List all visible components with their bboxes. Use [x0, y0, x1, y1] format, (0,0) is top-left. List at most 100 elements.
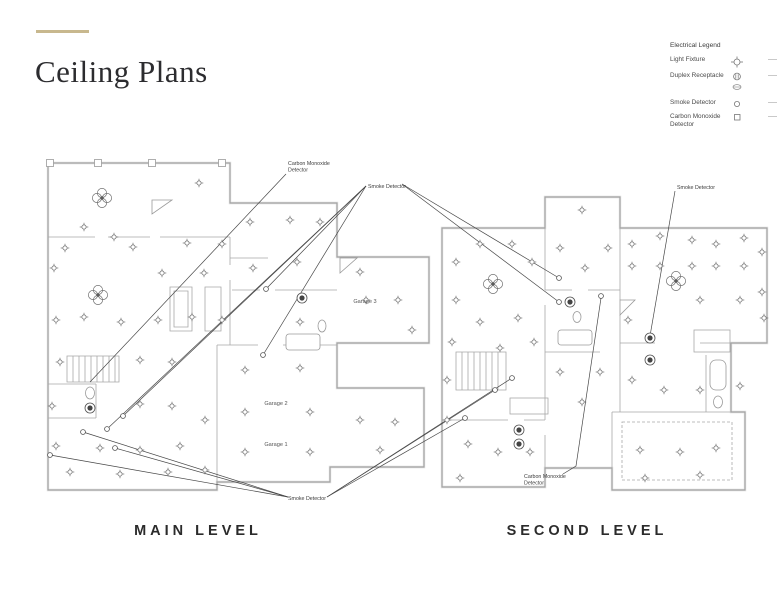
light-fixture-icon [735, 381, 745, 391]
light-fixture-icon [451, 295, 461, 305]
light-fixture-icon [711, 239, 721, 249]
light-fixture-icon [757, 287, 767, 297]
leader-line [114, 447, 289, 498]
light-fixture-icon [627, 239, 637, 249]
light-fixture-icon [595, 367, 605, 377]
light-fixture-icon [555, 243, 565, 253]
legend-item-carbon-monoxide-detector: Carbon Monoxide Detector [670, 113, 777, 128]
detector-symbols [84, 292, 656, 450]
laundry-closet [509, 397, 549, 415]
leader-line [562, 297, 602, 475]
smoke-detector-icon [263, 286, 269, 292]
light-fixture-icon [217, 315, 227, 325]
combo-detector-icon [564, 296, 576, 308]
smoke-detector-icon [120, 413, 126, 419]
light-fixture-icon [627, 261, 637, 271]
toilet [572, 311, 582, 323]
light-fixture-icon [305, 407, 315, 417]
light-fixture-icon [495, 343, 505, 353]
smoke-detector-points [47, 275, 604, 458]
leader-line [262, 185, 367, 356]
leader-line [49, 454, 289, 498]
legend-item-label: Carbon Monoxide Detector [670, 113, 721, 129]
toilet [85, 386, 95, 400]
light-fixture-icon [507, 239, 517, 249]
light-fixture-icon [635, 445, 645, 455]
ceiling-fan-symbols [88, 188, 686, 305]
light-fixture-icon [355, 415, 365, 425]
light-fixture-icon [79, 312, 89, 322]
light-fixture-icon [175, 441, 185, 451]
smoke-detector-icon [260, 352, 266, 358]
room-label: Garage 3 [353, 299, 376, 305]
light-fixture-icon [513, 313, 523, 323]
smoke-detector-icon [556, 299, 562, 305]
light-fixture-icon [529, 337, 539, 347]
light-fixture-icon [55, 357, 65, 367]
light-fixture-icon [475, 317, 485, 327]
light-fixture-icon [182, 238, 192, 248]
light-fixture-icon [659, 385, 669, 395]
light-fixture-icon [655, 261, 665, 271]
combo-detector-icon [513, 438, 525, 450]
light-fixture-icon [245, 217, 255, 227]
light-fixture-icon [687, 261, 697, 271]
light-fixture-icon [442, 415, 452, 425]
light-fixture-icon [200, 415, 210, 425]
light-fixture-icon [390, 417, 400, 427]
light-fixture-icon [739, 233, 749, 243]
light-fixture-icon [695, 385, 705, 395]
light-fixture-icon [116, 317, 126, 327]
room-label: Garage 1 [264, 442, 287, 448]
combo-detector-icon [513, 424, 525, 436]
light-fixture-icon [60, 243, 70, 253]
light-fixture-icon [759, 313, 769, 323]
wall-columns [46, 159, 226, 167]
light-fixture-icon [451, 257, 461, 267]
light-fixture-icon [157, 268, 167, 278]
legend-rule [768, 75, 777, 77]
light-fixture-icon [493, 447, 503, 457]
second-stairs [455, 351, 507, 391]
light-fixture-icon [463, 439, 473, 449]
leader-line [265, 185, 367, 290]
light-fixture-icon [167, 401, 177, 411]
light-fixture-icon [153, 315, 163, 325]
annotation-sd-main-top: Smoke Detector [368, 184, 406, 190]
smoke-detector-icon [492, 387, 498, 393]
page-title: Ceiling Plans [35, 54, 208, 89]
light-fixture-icon [361, 295, 371, 305]
light-fixture-icon [285, 215, 295, 225]
light-fixture-icon [167, 357, 177, 367]
leader-line [106, 185, 367, 430]
light-fixture-icon [695, 295, 705, 305]
bathtub [709, 359, 727, 391]
light-fixture-icon [135, 399, 145, 409]
light-fixture-icon [623, 315, 633, 325]
light-fixture-icon [315, 217, 325, 227]
light-fixture-icon [51, 441, 61, 451]
light-fixture-icon [128, 242, 138, 252]
smoke-detector-icon [80, 429, 86, 435]
light-fixture-icon [442, 375, 452, 385]
light-fixture-icon [240, 407, 250, 417]
light-fixture-icon [135, 445, 145, 455]
combo-detector-icon [84, 402, 96, 414]
legend-rule [768, 58, 777, 60]
light-fixture-symbols [47, 178, 769, 483]
light-fixture-icon [49, 263, 59, 273]
light-fixture-icon [711, 261, 721, 271]
light-fixture-icon [731, 56, 743, 68]
legend-item-label: Duplex Receptacle [670, 72, 724, 80]
light-fixture-icon [757, 247, 767, 257]
smoke-detector-icon [509, 375, 515, 381]
toilet [713, 395, 723, 409]
annotation-sd-second: Smoke Detector [677, 185, 715, 191]
smoke-detector-icon [734, 100, 740, 107]
light-fixture-icon [65, 467, 75, 477]
